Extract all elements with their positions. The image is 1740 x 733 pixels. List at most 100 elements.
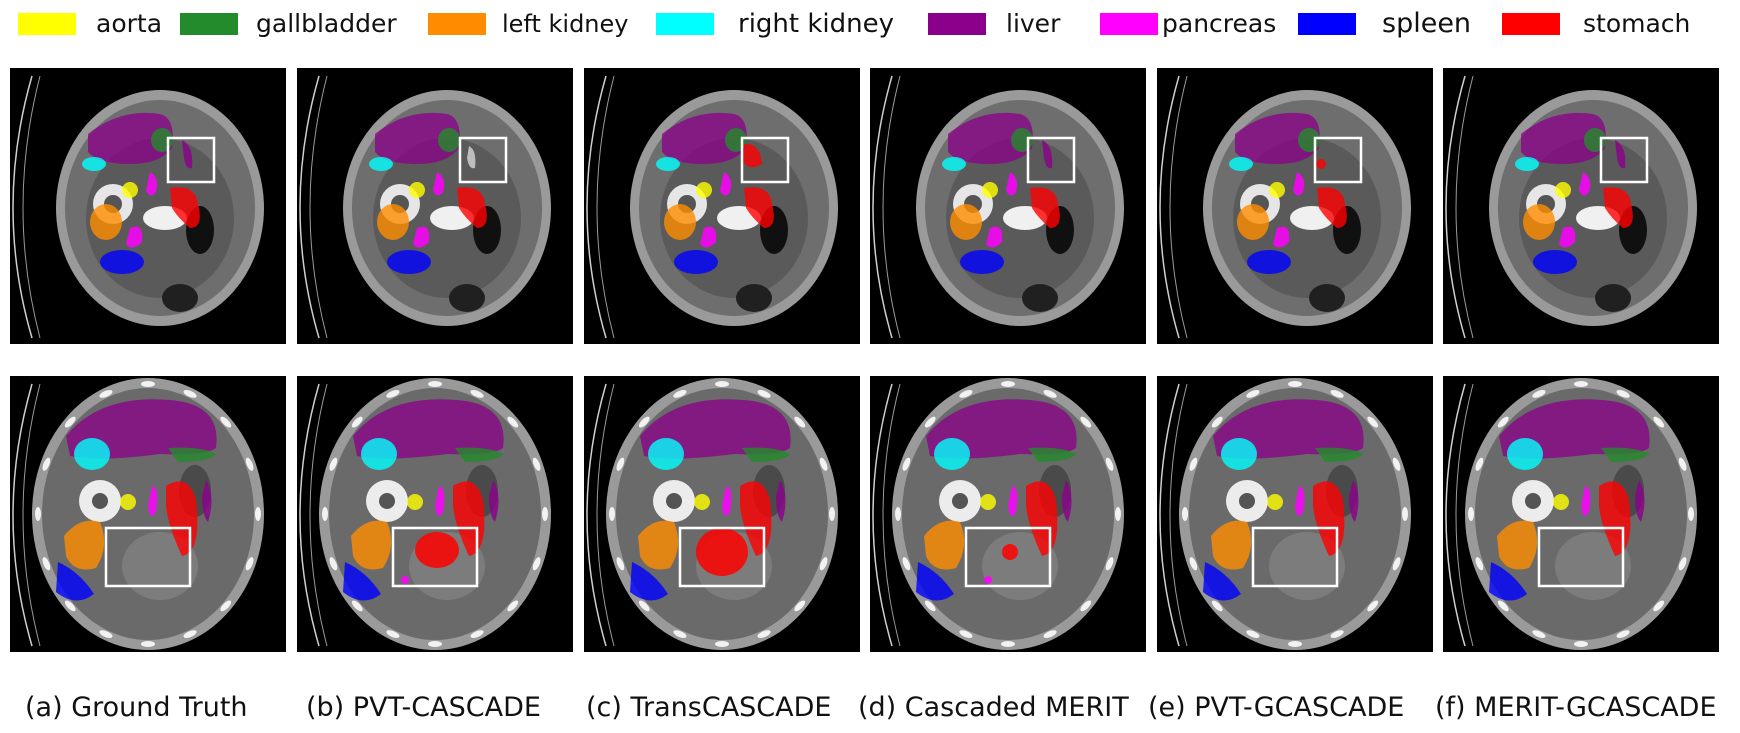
highlight-box (458, 136, 508, 184)
ct-scan-image (297, 68, 573, 344)
right-kidney (1229, 157, 1253, 171)
pancreas (148, 486, 158, 516)
spleen (1489, 562, 1527, 601)
left-kidney (351, 520, 392, 570)
right-kidney (934, 438, 970, 470)
right-kidney (1221, 438, 1257, 470)
spleen (674, 250, 718, 274)
pancreas (1581, 486, 1591, 516)
pancreas (146, 172, 158, 196)
ct-panel-merit-gcascade-row2 (1443, 376, 1719, 652)
caption-transcascade: (c) TransCASCADE (586, 692, 832, 723)
aorta (980, 494, 996, 510)
legend-label: liver (1006, 9, 1061, 38)
legend-label: left kidney (502, 10, 629, 38)
legend-label: stomach (1583, 9, 1691, 38)
left-kidney (1211, 520, 1252, 570)
pancreas (433, 172, 445, 196)
legend-label: gallbladder (256, 9, 397, 38)
ct-panel-pvt-gcascade-row1 (1157, 68, 1433, 344)
legend-swatch-spleen (1298, 13, 1356, 35)
aorta (407, 494, 423, 510)
pancreas (435, 486, 445, 516)
left-kidney (664, 204, 696, 240)
highlight-box (1313, 136, 1363, 184)
spleen (100, 250, 144, 274)
highlight-box (1251, 526, 1339, 588)
left-kidney (638, 520, 679, 570)
highlight-box (1599, 136, 1649, 184)
spleen (1203, 562, 1241, 601)
spleen (916, 562, 954, 601)
ct-panel-transcascade-row2 (584, 376, 860, 652)
ct-panel-transcascade-row1 (584, 68, 860, 344)
highlight-box (1537, 526, 1625, 588)
right-kidney (361, 438, 397, 470)
spleen (960, 250, 1004, 274)
spleen (56, 562, 94, 601)
pancreas (1293, 172, 1305, 196)
legend-label: pancreas (1162, 9, 1277, 38)
right-kidney (656, 157, 680, 171)
legend-swatch-right-kidney (656, 13, 714, 35)
ct-scan-image (870, 376, 1146, 652)
liver (88, 112, 173, 164)
gallbladder (438, 128, 460, 152)
legend-swatch-liver (928, 13, 986, 35)
ct-panel-cascaded-merit-row1 (870, 68, 1146, 344)
ct-scan-image (10, 68, 286, 344)
legend-label: right kidney (738, 9, 894, 39)
organ-legend: aorta gallbladder left kidney right kidn… (0, 0, 1740, 50)
left-kidney (924, 520, 965, 570)
pancreas (1008, 486, 1018, 516)
ct-scan-image (10, 376, 286, 652)
gallbladder (742, 447, 790, 462)
aorta (1555, 182, 1571, 198)
caption-ground-truth: (a) Ground Truth (25, 692, 248, 723)
pancreas (1295, 486, 1305, 516)
aorta (120, 494, 136, 510)
legend-swatch-stomach (1502, 13, 1560, 35)
gallbladder (168, 447, 216, 462)
gallbladder (1028, 447, 1076, 462)
left-kidney (90, 204, 122, 240)
right-kidney (648, 438, 684, 470)
gallbladder (1315, 447, 1363, 462)
pancreas (722, 486, 732, 516)
legend-label: aorta (96, 9, 163, 38)
aorta (1267, 494, 1283, 510)
pancreas (1579, 172, 1591, 196)
spleen (1247, 250, 1291, 274)
gallbladder (1601, 447, 1649, 462)
ct-panel-pvt-cascade-row2 (297, 376, 573, 652)
right-kidney (942, 157, 966, 171)
spleen (343, 562, 381, 601)
highlight-box (391, 526, 479, 588)
ct-panel-cascaded-merit-row2 (870, 376, 1146, 652)
gallbladder (1584, 128, 1606, 152)
ct-scan-image (584, 68, 860, 344)
right-kidney (74, 438, 110, 470)
ct-panel-pvt-cascade-row1 (297, 68, 573, 344)
ct-scan-image (1443, 68, 1719, 344)
highlight-box (964, 526, 1052, 588)
gallbladder (455, 447, 503, 462)
liver (1235, 112, 1320, 164)
liver (662, 112, 747, 164)
liver (948, 112, 1033, 164)
caption-pvt-cascade: (b) PVT-CASCADE (306, 692, 541, 723)
ct-scan-image (1157, 376, 1433, 652)
spleen (387, 250, 431, 274)
legend-swatch-gallbladder (180, 13, 238, 35)
stomach (1603, 187, 1633, 228)
caption-merit-gcascade: (f) MERIT-GCASCADE (1435, 692, 1717, 723)
legend-swatch-aorta (18, 13, 76, 35)
right-kidney (82, 157, 106, 171)
left-kidney (1497, 520, 1538, 570)
caption-cascaded-merit: (d) Cascaded MERIT (858, 692, 1129, 723)
aorta (982, 182, 998, 198)
legend-swatch-pancreas (1100, 13, 1158, 35)
pancreas (720, 172, 732, 196)
aorta (1269, 182, 1285, 198)
gallbladder (1011, 128, 1033, 152)
